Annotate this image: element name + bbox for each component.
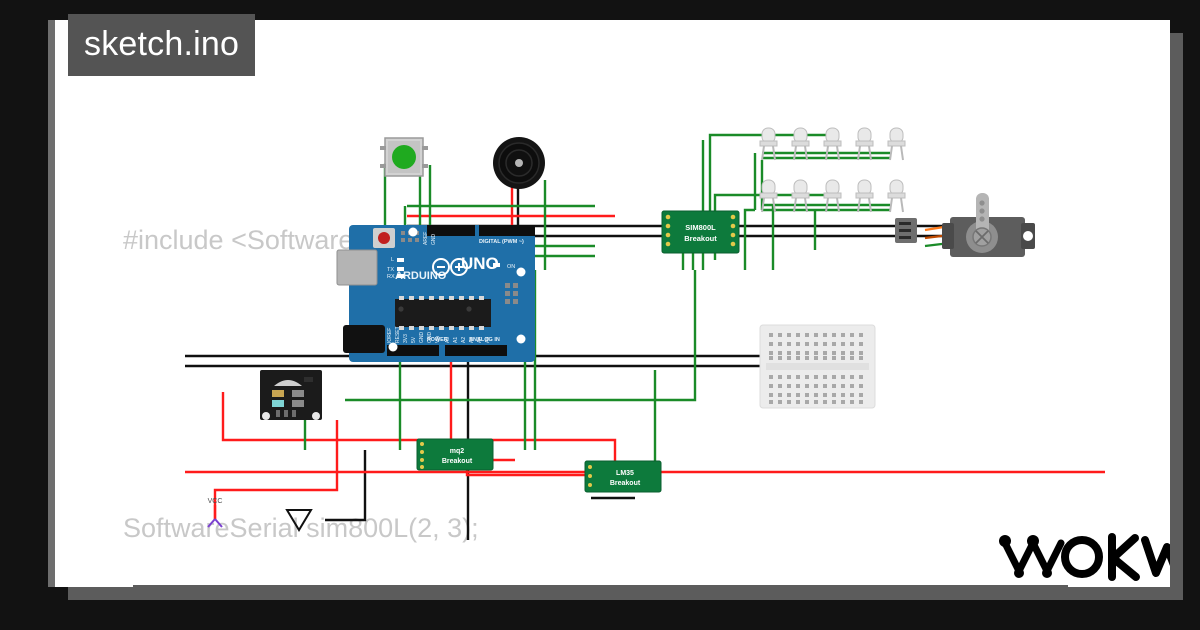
buzzer[interactable] — [493, 137, 545, 189]
pushbutton[interactable] — [380, 137, 428, 177]
breadboard-mini[interactable] — [759, 324, 876, 409]
diagram-canvas[interactable]: #include <SoftwareSerial.h> SoftwareSeri… — [55, 20, 1170, 587]
file-tab-label: sketch.ino — [84, 25, 240, 63]
svg-text:RX: RX — [387, 274, 395, 280]
led — [855, 127, 874, 161]
vcc-symbol[interactable]: VCC — [207, 498, 223, 528]
svg-text:A3: A3 — [469, 337, 475, 343]
sim800l-breakout[interactable]: SIM800L Breakout — [661, 210, 740, 254]
led-array[interactable] — [759, 127, 906, 213]
svg-text:A2: A2 — [461, 337, 467, 343]
svg-text:A5: A5 — [485, 337, 491, 343]
svg-text:RESET: RESET — [395, 326, 401, 343]
sim800l-label: SIM800L — [685, 223, 716, 232]
svg-text:A0: A0 — [445, 337, 451, 343]
pir-motion-sensor[interactable] — [260, 370, 322, 420]
svg-text:Vin: Vin — [435, 336, 441, 343]
led — [759, 127, 778, 161]
svg-text:IOREF: IOREF — [387, 328, 393, 343]
mq2-sublabel: Breakout — [442, 458, 473, 465]
arduino-uno[interactable]: AREF GND DIGITAL (PWM ~) L TX RX ARDUINO… — [336, 225, 535, 362]
led — [823, 179, 842, 213]
svg-text:A4: A4 — [477, 337, 483, 343]
svg-text:GND: GND — [419, 332, 425, 344]
led — [887, 179, 906, 213]
lm35-sublabel: Breakout — [610, 480, 641, 487]
servo-motor[interactable] — [895, 193, 1035, 257]
wokwi-logo-mark — [999, 533, 1170, 581]
mq2-breakout[interactable]: mq2 Breakout — [416, 438, 494, 471]
svg-text:ARDUINO: ARDUINO — [395, 270, 447, 282]
svg-text:AREF: AREF — [423, 232, 429, 245]
vcc-label: VCC — [208, 498, 223, 505]
led — [855, 179, 874, 213]
svg-text:3V3: 3V3 — [403, 334, 409, 343]
svg-text:UNO: UNO — [461, 254, 499, 273]
svg-text:GND: GND — [427, 332, 433, 344]
mq2-label: mq2 — [450, 448, 465, 455]
led — [759, 179, 778, 213]
sim800l-sublabel: Breakout — [684, 234, 717, 243]
svg-text:L: L — [391, 257, 394, 263]
led — [887, 127, 906, 161]
svg-text:ANALOG IN: ANALOG IN — [469, 337, 500, 343]
led — [791, 127, 810, 161]
lm35-label: LM35 — [616, 470, 634, 477]
file-tab[interactable]: sketch.ino — [68, 14, 256, 76]
svg-text:ON: ON — [507, 264, 515, 270]
card-left-edge — [48, 20, 55, 587]
wokwi-logo — [995, 525, 1170, 587]
led — [823, 127, 842, 161]
circuit-diagram[interactable]: AREF GND DIGITAL (PWM ~) L TX RX ARDUINO… — [55, 20, 1170, 587]
led-wire-bus — [743, 151, 890, 270]
svg-text:GND: GND — [431, 234, 437, 246]
code-line: SoftwareSerial sim800L(2, 3); — [123, 513, 479, 543]
gnd-symbol[interactable] — [285, 509, 313, 532]
svg-text:DIGITAL (PWM ~): DIGITAL (PWM ~) — [479, 239, 524, 245]
svg-text:POWER: POWER — [427, 337, 448, 343]
led — [791, 179, 810, 213]
svg-text:TX: TX — [387, 267, 394, 273]
svg-text:A1: A1 — [453, 337, 459, 343]
horizontal-scrollbar[interactable] — [133, 585, 1068, 600]
lm35-breakout[interactable]: LM35 Breakout — [584, 460, 662, 493]
svg-text:5V: 5V — [411, 336, 417, 343]
